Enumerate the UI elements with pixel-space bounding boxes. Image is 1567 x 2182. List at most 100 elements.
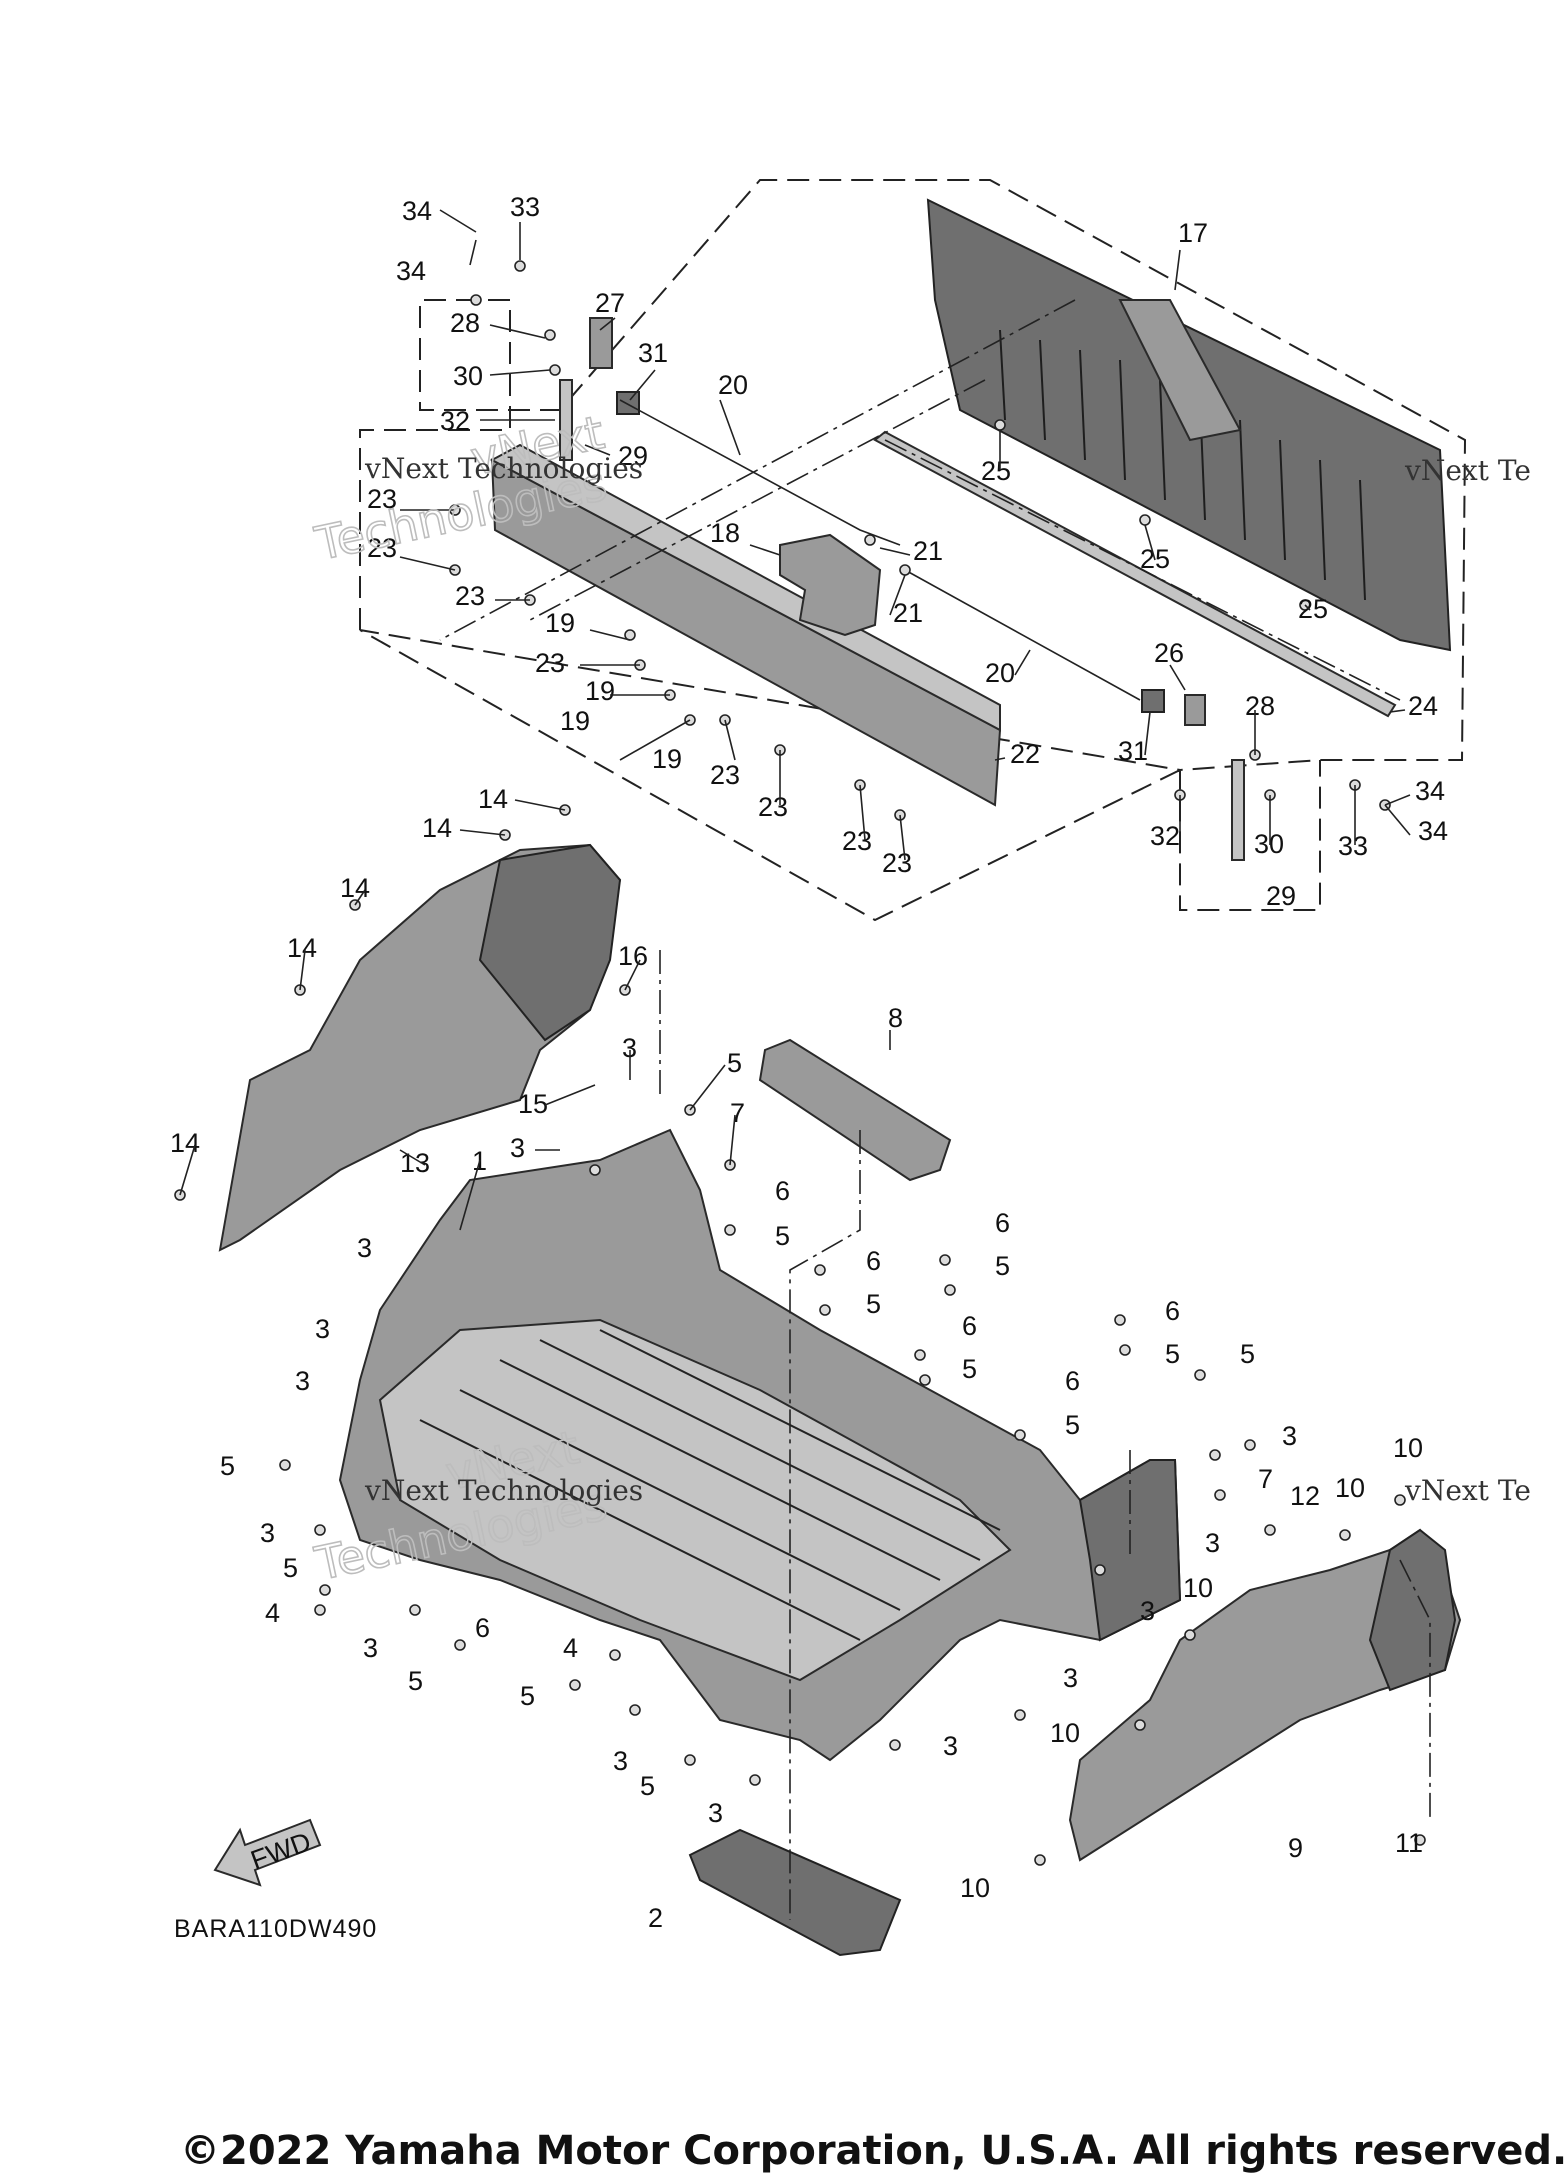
chain-lower-1 bbox=[789, 1130, 861, 1920]
strap-right bbox=[1231, 759, 1245, 861]
callout-19: 19 bbox=[545, 608, 575, 638]
cover-panel bbox=[758, 1038, 952, 1182]
callout-23: 23 bbox=[710, 760, 740, 790]
callout-34: 34 bbox=[396, 256, 426, 286]
callout-3: 3 bbox=[613, 1746, 628, 1776]
cable-left bbox=[619, 399, 901, 546]
storage-tray bbox=[688, 1828, 902, 1957]
callout-3: 3 bbox=[1063, 1663, 1078, 1693]
callout-leaders bbox=[179, 209, 1411, 1231]
callout-25: 25 bbox=[981, 456, 1011, 486]
callout-5: 5 bbox=[962, 1354, 977, 1384]
diagram-code: BARA110DW490 bbox=[174, 1915, 378, 1943]
chain-upper-2 bbox=[529, 379, 986, 621]
callout-23: 23 bbox=[758, 792, 788, 822]
callout-3: 3 bbox=[943, 1731, 958, 1761]
callout-22: 22 bbox=[1010, 739, 1040, 769]
callout-25: 25 bbox=[1298, 594, 1328, 624]
callout-14: 14 bbox=[170, 1128, 200, 1158]
callout-30: 30 bbox=[453, 361, 483, 391]
callout-6: 6 bbox=[1065, 1366, 1080, 1396]
callout-3: 3 bbox=[1282, 1421, 1297, 1451]
callout-14: 14 bbox=[287, 933, 317, 963]
cargo-bed-ribs bbox=[419, 1329, 1001, 1641]
callout-31: 31 bbox=[1118, 736, 1148, 766]
watermark-partial-1: vNext Te bbox=[1404, 454, 1531, 487]
callout-14: 14 bbox=[478, 784, 508, 814]
callout-5: 5 bbox=[1165, 1339, 1180, 1369]
callout-20: 20 bbox=[985, 658, 1015, 688]
callout-6: 6 bbox=[775, 1176, 790, 1206]
callout-14: 14 bbox=[340, 873, 370, 903]
callout-10: 10 bbox=[960, 1873, 990, 1903]
callout-10: 10 bbox=[1335, 1473, 1365, 1503]
callout-28: 28 bbox=[450, 308, 480, 338]
callout-23: 23 bbox=[882, 848, 912, 878]
watermark-line-2: vNext Technologies bbox=[364, 1474, 643, 1507]
callout-6: 6 bbox=[866, 1246, 881, 1276]
callout-5: 5 bbox=[775, 1221, 790, 1251]
callout-23: 23 bbox=[535, 648, 565, 678]
rod bbox=[873, 430, 1397, 718]
callout-15: 15 bbox=[518, 1089, 548, 1119]
callout-6: 6 bbox=[995, 1208, 1010, 1238]
callout-29: 29 bbox=[1266, 881, 1296, 911]
callout-19: 19 bbox=[652, 744, 682, 774]
callout-28: 28 bbox=[1245, 691, 1275, 721]
bracket-right bbox=[1141, 689, 1165, 713]
callout-23: 23 bbox=[455, 581, 485, 611]
callout-5: 5 bbox=[1065, 1410, 1080, 1440]
right-fender-outer bbox=[1368, 1528, 1457, 1692]
callout-18: 18 bbox=[710, 518, 740, 548]
callout-10: 10 bbox=[1050, 1718, 1080, 1748]
callout-5: 5 bbox=[408, 1666, 423, 1696]
chain-upper-1 bbox=[439, 299, 1076, 641]
callout-24: 24 bbox=[1408, 691, 1438, 721]
callout-7: 7 bbox=[1258, 1464, 1273, 1494]
callout-5: 5 bbox=[520, 1681, 535, 1711]
callout-6: 6 bbox=[1165, 1296, 1180, 1326]
callout-23: 23 bbox=[367, 484, 397, 514]
callout-4: 4 bbox=[265, 1598, 280, 1628]
callout-3: 3 bbox=[1140, 1596, 1155, 1626]
fwd-arrow bbox=[213, 1818, 322, 1887]
callout-23: 23 bbox=[842, 826, 872, 856]
callout-19: 19 bbox=[585, 676, 615, 706]
watermark-partial-2: vNext Te bbox=[1404, 1474, 1531, 1507]
callout-27: 27 bbox=[595, 288, 625, 318]
callout-6: 6 bbox=[962, 1311, 977, 1341]
callout-3: 3 bbox=[510, 1133, 525, 1163]
callout-8: 8 bbox=[888, 1003, 903, 1033]
callout-9: 9 bbox=[1288, 1833, 1303, 1863]
callout-32: 32 bbox=[440, 406, 470, 436]
bracket-left bbox=[616, 391, 640, 415]
strap-left bbox=[559, 379, 573, 461]
bracket bbox=[779, 533, 882, 637]
callout-5: 5 bbox=[727, 1048, 742, 1078]
callout-33: 33 bbox=[510, 192, 540, 222]
callout-26: 26 bbox=[1154, 638, 1184, 668]
callout-labels: 34 33 34 27 28 17 31 30 20 32 29 23 23 2… bbox=[170, 192, 1448, 1933]
callout-5: 5 bbox=[220, 1451, 235, 1481]
callout-34: 34 bbox=[1415, 776, 1445, 806]
callout-14: 14 bbox=[422, 813, 452, 843]
copyright-notice: ©2022 Yamaha Motor Corporation, U.S.A. A… bbox=[180, 2128, 1567, 2174]
callout-3: 3 bbox=[260, 1518, 275, 1548]
callout-30: 30 bbox=[1254, 829, 1284, 859]
callout-16: 16 bbox=[618, 941, 648, 971]
callout-11: 11 bbox=[1395, 1828, 1423, 1858]
cable-right bbox=[904, 569, 1141, 701]
hinge-left bbox=[589, 317, 613, 369]
callout-23: 23 bbox=[367, 533, 397, 563]
callout-5: 5 bbox=[640, 1771, 655, 1801]
callout-33: 33 bbox=[1338, 831, 1368, 861]
callout-21: 21 bbox=[913, 536, 943, 566]
callout-5: 5 bbox=[866, 1289, 881, 1319]
callout-17: 17 bbox=[1178, 218, 1208, 248]
callout-3: 3 bbox=[295, 1366, 310, 1396]
cross-beam-top bbox=[489, 443, 1001, 732]
callout-4: 4 bbox=[563, 1633, 578, 1663]
callout-3: 3 bbox=[622, 1033, 637, 1063]
callout-34: 34 bbox=[1418, 816, 1448, 846]
